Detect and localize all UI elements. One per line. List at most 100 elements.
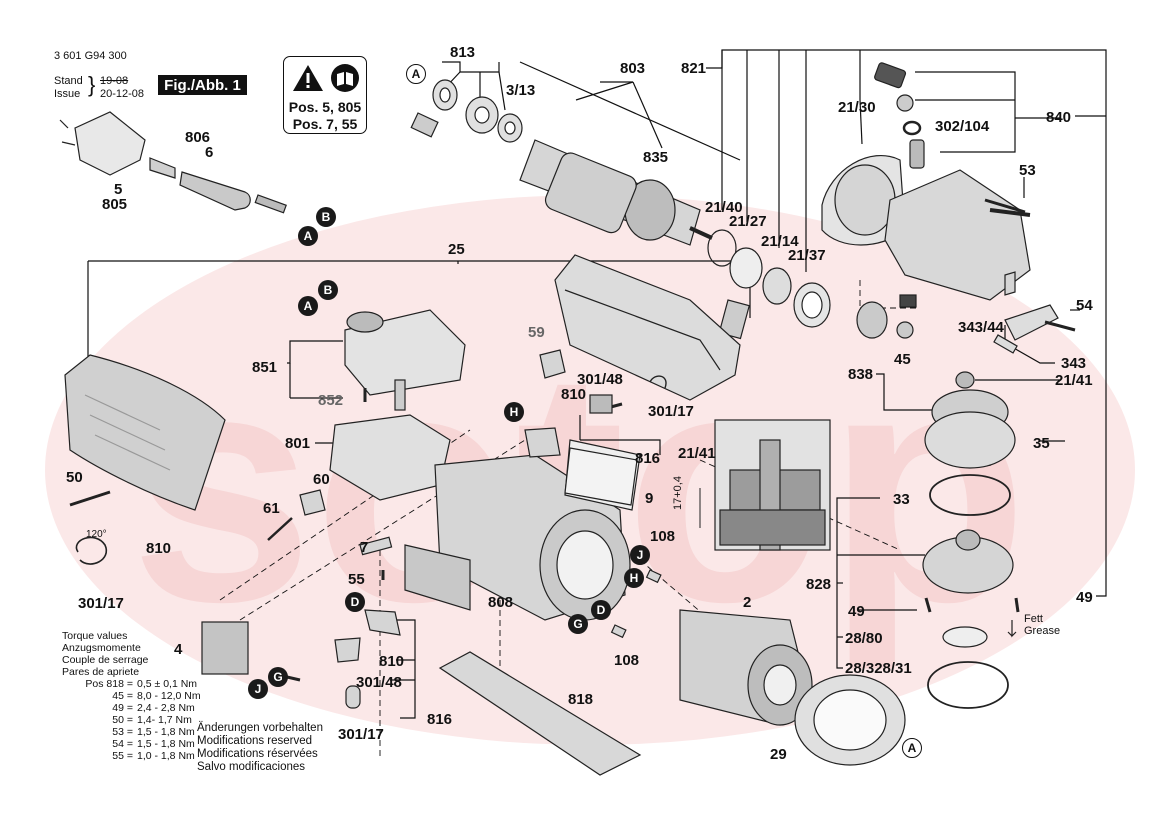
marker-d-right: D (591, 600, 611, 620)
label-21-27: 21/27 (729, 213, 767, 230)
label-7: 7 (360, 539, 369, 556)
stand-date: 19-08 (100, 75, 129, 87)
bearing-parts (410, 79, 523, 143)
label-803: 803 (620, 60, 646, 77)
label-301-17-c: 301/17 (338, 726, 384, 743)
changes-line-en: Modifications reserved (197, 735, 313, 747)
label-810-a: 810 (561, 386, 587, 403)
label-50: 50 (66, 469, 83, 486)
label-28-80: 28/80 (845, 630, 883, 647)
marker-a-bottom: A (902, 738, 922, 758)
label-21-37: 21/37 (788, 247, 826, 264)
label-301-48-b: 301/48 (356, 674, 402, 691)
label-21-40: 21/40 (705, 199, 743, 216)
label-21-30: 21/30 (838, 99, 876, 116)
grease-arrow-icon (1007, 620, 1017, 638)
label-2: 2 (743, 594, 752, 611)
brush-holder-guard-part (821, 155, 906, 246)
marker-b-cable: B (316, 207, 336, 227)
torque-row: 50 =1,4- 1,7 Nm (112, 714, 192, 726)
changes-line-es: Salvo modificaciones (197, 761, 306, 773)
label-813: 813 (450, 44, 476, 61)
screw-parts (69, 198, 1076, 682)
label-21-14: 21/14 (761, 233, 799, 250)
sectional-view-part (714, 419, 831, 551)
small-parts (201, 271, 1016, 709)
label-818: 818 (568, 691, 594, 708)
label-838: 838 (848, 366, 874, 383)
warning-box: Pos. 5, 805 Pos. 7, 55 (283, 56, 367, 134)
label-28-328-31: 28/328/31 (845, 660, 912, 677)
ring-parts (707, 229, 831, 340)
label-301-17-b: 301/17 (78, 595, 124, 612)
spring-part-2 (649, 375, 667, 389)
label-49-a: 49 (848, 603, 865, 620)
changes-line-de: Änderungen vorbehalten (197, 722, 323, 734)
label-343: 343 (1061, 355, 1087, 372)
pinion-part (856, 294, 917, 339)
torque-values: Torque values Anzugsmomente Couple de se… (62, 630, 201, 762)
torque-row: 55 =1,0 - 1,8 Nm (112, 750, 195, 762)
torque-row: 54 =1,5 - 1,8 Nm (112, 738, 195, 750)
label-5: 5 (114, 181, 123, 198)
label-61: 61 (263, 500, 280, 517)
label-45: 45 (894, 351, 911, 368)
label-801: 801 (285, 435, 311, 452)
issue-date: 20-12-08 (100, 88, 145, 100)
spring-part (75, 536, 108, 565)
torque-title-3: Couple de serrage (62, 654, 149, 666)
label-59: 59 (528, 324, 545, 341)
label-60: 60 (313, 471, 330, 488)
rear-cover-part (64, 354, 226, 511)
switch-rod-part (438, 651, 642, 776)
label-840: 840 (1046, 109, 1072, 126)
label-108-b: 108 (614, 652, 640, 669)
label-301-48-a: 301/48 (577, 371, 623, 388)
label-21-41-b: 21/41 (1055, 372, 1093, 389)
label-9: 9 (645, 490, 654, 507)
label-816-b: 816 (427, 711, 453, 728)
label-fett: Fett (1024, 613, 1043, 625)
flange-part (794, 674, 906, 766)
label-3-13: 3/13 (506, 82, 536, 99)
label-54: 54 (1076, 297, 1093, 314)
issue-label: Issue (54, 88, 81, 100)
label-851: 851 (252, 359, 278, 376)
label-49-b: 49 (1076, 589, 1093, 606)
label-25: 25 (448, 241, 465, 258)
diagram-parts (59, 62, 1076, 776)
label-4: 4 (174, 641, 183, 658)
label-805: 805 (102, 196, 128, 213)
o-ring-part (929, 474, 1011, 516)
marker-h-right: H (624, 568, 644, 588)
torque-title-1: Torque values (62, 630, 128, 642)
label-grease: Grease (1024, 625, 1061, 637)
manual-icon (331, 64, 359, 92)
bearing-flange-part (922, 529, 1014, 594)
seal-ring-part (927, 661, 1009, 709)
label-816-a: 816 (635, 450, 661, 467)
changes-notice: Änderungen vorbehalten Modifications res… (197, 722, 323, 774)
label-6: 6 (205, 144, 214, 161)
spindle-lock-part (993, 304, 1059, 354)
brush-plate-part (404, 544, 471, 611)
changes-line-fr: Modifications réservées (197, 748, 318, 760)
marker-j-left: J (248, 679, 268, 699)
marker-a-cable: A (298, 226, 318, 246)
torque-row: 53 =1,5 - 1,8 Nm (112, 726, 195, 738)
washer-part (942, 626, 988, 648)
label-35: 35 (1033, 435, 1050, 452)
marker-a-top: A (406, 64, 426, 84)
marker-d-left: D (345, 592, 365, 612)
stand-label: Stand (54, 75, 83, 87)
marker-h-top: H (504, 402, 524, 422)
label-301-17-a: 301/17 (648, 403, 694, 420)
label-53: 53 (1019, 162, 1036, 179)
leader-lines (87, 49, 1107, 760)
label-810-c: 810 (379, 653, 405, 670)
marker-g-left: G (268, 667, 288, 687)
label-108-a: 108 (650, 528, 676, 545)
label-dimension: 17+0,4 (672, 476, 684, 510)
warning-icon (293, 65, 323, 91)
motor-housing-part (554, 254, 741, 401)
